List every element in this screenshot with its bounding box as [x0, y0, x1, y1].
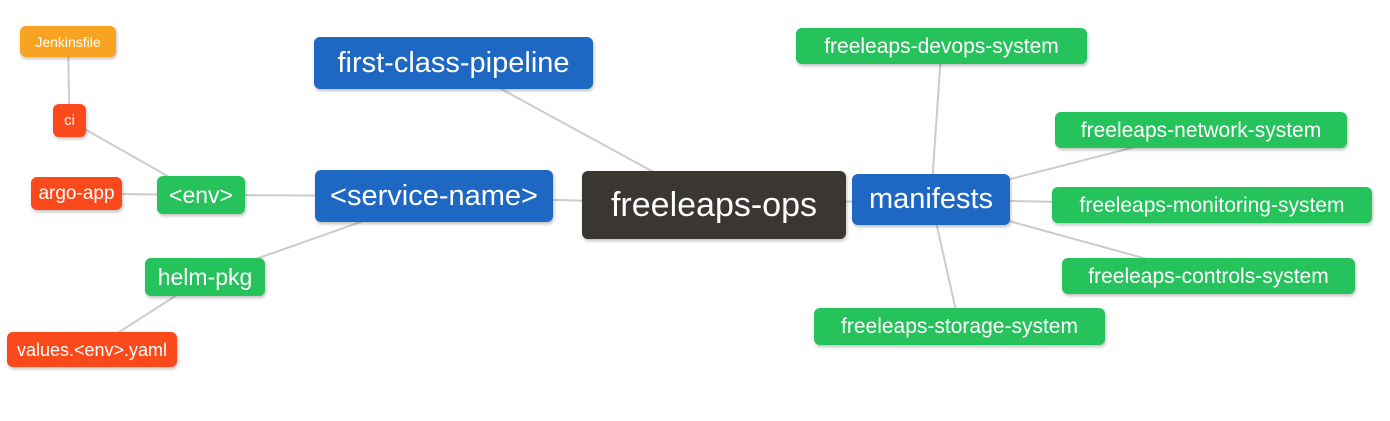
node-values-env-yaml[interactable]: values.<env>.yaml: [7, 332, 177, 367]
node-freeleaps-ops[interactable]: freeleaps-ops: [582, 171, 846, 239]
node-service-name[interactable]: <service-name>: [315, 170, 553, 222]
node-freeleaps-controls-system[interactable]: freeleaps-controls-system: [1062, 258, 1355, 294]
edge-manifests-freeleaps-devops-system: [930, 45, 943, 200]
node-ci[interactable]: ci: [53, 104, 86, 137]
node-first-class-pipeline[interactable]: first-class-pipeline: [314, 37, 593, 89]
node-jenkinsfile[interactable]: Jenkinsfile: [20, 26, 116, 57]
node-freeleaps-monitoring-system[interactable]: freeleaps-monitoring-system: [1052, 187, 1372, 223]
node-helm-pkg[interactable]: helm-pkg: [145, 258, 265, 296]
node-env[interactable]: <env>: [157, 176, 245, 214]
node-manifests[interactable]: manifests: [852, 174, 1010, 225]
node-freeleaps-devops-system[interactable]: freeleaps-devops-system: [796, 28, 1087, 64]
node-freeleaps-network-system[interactable]: freeleaps-network-system: [1055, 112, 1347, 148]
node-freeleaps-storage-system[interactable]: freeleaps-storage-system: [814, 308, 1105, 345]
node-argo-app[interactable]: argo-app: [31, 177, 122, 210]
